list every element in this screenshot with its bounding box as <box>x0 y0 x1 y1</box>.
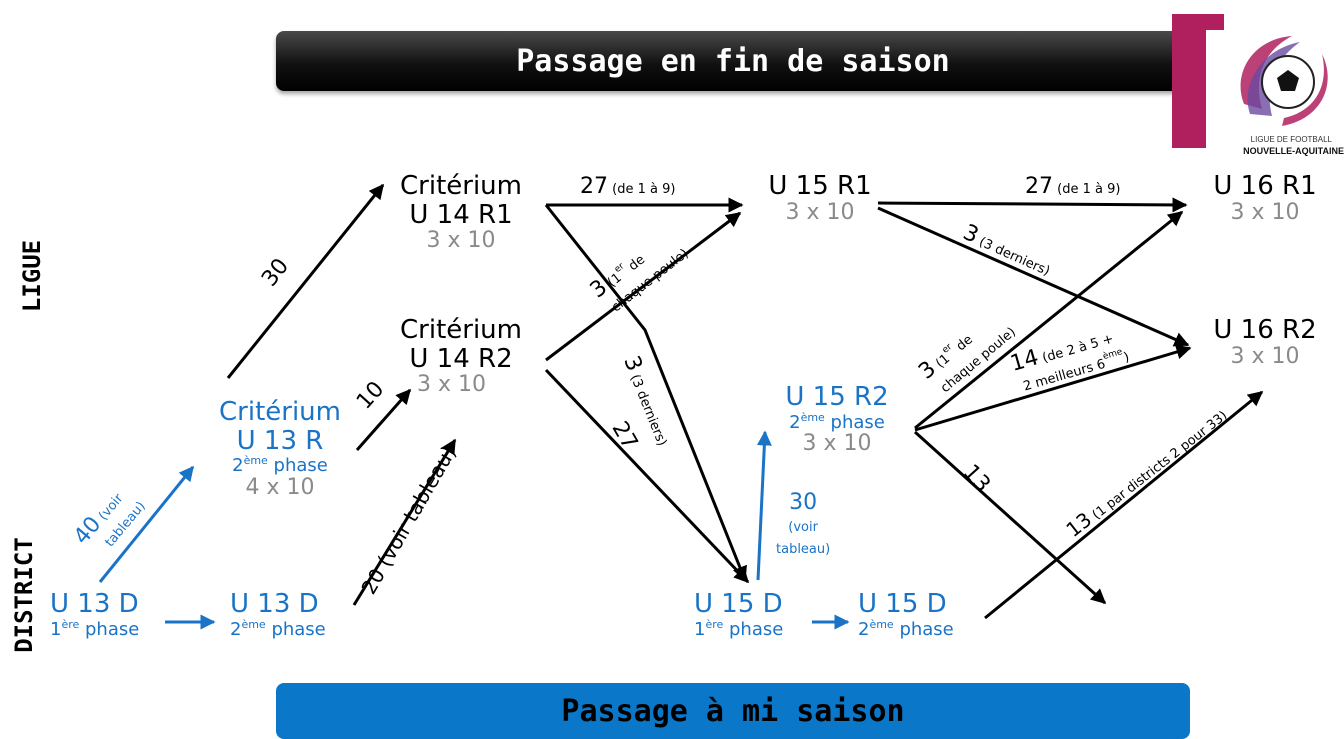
node-criterium-u14-r1: Critérium U 14 R1 3 x 10 <box>383 172 539 253</box>
banner-mid-season-text: Passage à mi saison <box>561 693 905 729</box>
node-phase: 2ème phase <box>789 410 885 433</box>
arrow-u15r1-to-u16r1 <box>877 197 1188 213</box>
arrow-u13r-to-u14r1 <box>226 183 385 379</box>
arrow-u14r2-to-u15r1 <box>545 211 742 362</box>
logo-bar-left <box>1172 14 1206 148</box>
logo-bar-top <box>1172 14 1224 30</box>
node-title: U 15 R2 <box>785 382 889 412</box>
banner-end-of-season-text: Passage en fin de saison <box>516 43 950 79</box>
node-format: 3 x 10 <box>1230 199 1300 225</box>
arrow-u13d2-to-u14r2 <box>352 438 457 606</box>
arrow-u15r2-to-u16r1 <box>914 210 1184 430</box>
node-title: Critérium <box>400 171 522 201</box>
node-u15d-phase2: U 15 D 2ème phase <box>858 590 954 639</box>
node-phase: 2ème phase <box>232 454 328 477</box>
league-logo: LIGUE DE FOOTBALL NOUVELLE-AQUITAINE <box>1172 14 1344 160</box>
node-format: 3 x 10 <box>802 431 872 457</box>
logo-line2: NOUVELLE-AQUITAINE <box>1243 146 1344 156</box>
node-title: U 16 R1 <box>1213 171 1317 201</box>
label-27-right: 27 (de 1 à 9) <box>1025 174 1121 199</box>
node-u16-r2: U 16 R2 3 x 10 <box>1205 316 1325 369</box>
node-subtitle: U 14 R1 <box>409 199 513 230</box>
node-phase: 1ère phase <box>694 617 784 640</box>
node-subtitle: U 14 R2 <box>409 343 513 374</box>
arrow-u15r2-to-u16r2 <box>914 344 1192 432</box>
node-title: U 15 D <box>694 589 783 619</box>
node-u15-r2: U 15 R2 2ème phase 3 x 10 <box>772 383 902 457</box>
node-title: Critérium <box>219 397 341 427</box>
arrow-u15d-to-u15r2 <box>756 430 772 581</box>
node-criterium-u13-r: Critérium U 13 R 2ème phase 4 x 10 <box>205 398 355 500</box>
node-phase: 2ème phase <box>230 617 326 640</box>
node-phase: 2ème phase <box>858 617 954 640</box>
logo-line1: LIGUE DE FOOTBALL <box>1251 135 1333 144</box>
node-u16-r1: U 16 R1 3 x 10 <box>1205 172 1325 225</box>
node-title: U 13 D <box>230 589 319 619</box>
arrow-u13d1-to-u13r <box>98 465 195 583</box>
arrow-u15d2-to-u16r2 <box>984 390 1264 620</box>
arrow-u15r1-to-u16r2 <box>877 206 1190 347</box>
node-format: 4 x 10 <box>245 474 315 500</box>
node-u13d-phase1: U 13 D 1ère phase <box>50 590 139 639</box>
node-title: U 13 D <box>50 589 139 619</box>
node-subtitle: U 13 R <box>236 425 324 456</box>
node-title: Critérium <box>400 315 522 345</box>
node-u15-r1: U 15 R1 3 x 10 <box>760 172 880 225</box>
arrow-u14r1-to-u15d <box>544 204 747 582</box>
banner-end-of-season: Passage en fin de saison <box>276 31 1190 91</box>
arrow-u15r2-to-u15d <box>913 430 1107 605</box>
arrow-u14r2-to-u15d <box>544 368 750 584</box>
node-format: 3 x 10 <box>1230 343 1300 369</box>
arrow-u13r-to-u14r2 <box>355 388 412 451</box>
node-format: 3 x 10 <box>426 228 496 254</box>
node-phase: 1ère phase <box>50 617 140 640</box>
node-format: 3 x 10 <box>785 199 855 225</box>
node-format: 3 x 10 <box>417 372 486 398</box>
node-title: U 15 R1 <box>768 171 872 201</box>
label-27-top: 27 (de 1 à 9) <box>580 174 676 199</box>
node-title: U 15 D <box>858 589 947 619</box>
node-u15d-phase1: U 15 D 1ère phase <box>694 590 783 639</box>
banner-mid-season: Passage à mi saison <box>276 683 1190 739</box>
node-title: U 16 R2 <box>1213 315 1317 345</box>
node-u13d-phase2: U 13 D 2ème phase <box>230 590 326 639</box>
node-criterium-u14-r2: Critérium U 14 R2 3 x 10 <box>383 316 539 397</box>
